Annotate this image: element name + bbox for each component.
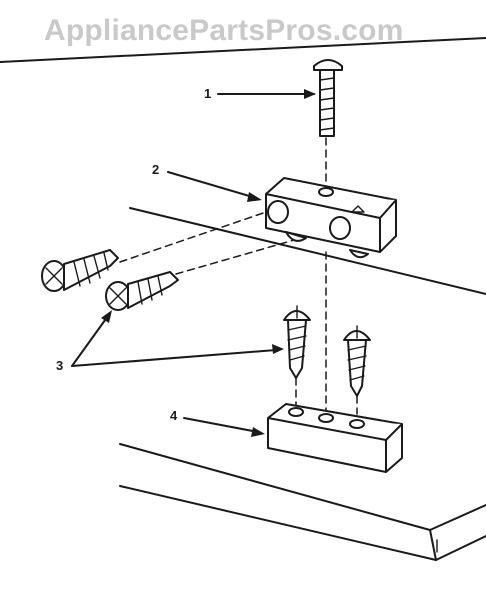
callout-leaders [71, 89, 316, 437]
machine-screw-icon [313, 59, 343, 137]
callout-4: 4 [170, 408, 178, 423]
alignment-lines [119, 137, 358, 415]
callout-1: 1 [204, 86, 212, 101]
hinge-block-icon [267, 403, 403, 473]
callout-3: 3 [56, 358, 64, 373]
callout-2: 2 [152, 162, 160, 177]
hinge-icon [265, 177, 397, 259]
wood-screw-icon [283, 305, 371, 397]
base-surface [119, 443, 486, 561]
watermark-logo: AppliancePartsPros.com [44, 14, 404, 47]
cabinet-top-edge [0, 37, 486, 63]
wood-screw-icon [41, 249, 179, 311]
mounting-surface-edge [129, 207, 486, 295]
